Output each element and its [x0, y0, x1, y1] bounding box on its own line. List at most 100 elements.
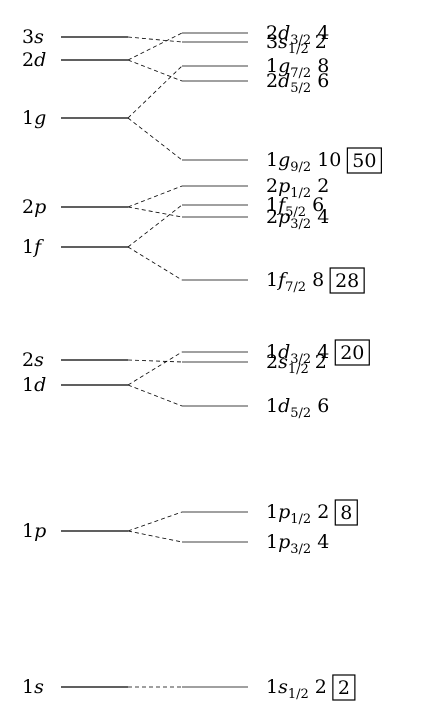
unsplit-level-2d: 2d [22, 49, 128, 71]
magic-number-box [346, 147, 382, 174]
level-l: p [278, 175, 290, 197]
connector-2p-to-2p3-2 [127, 206, 183, 218]
unsplit-level-1s: 1s [22, 676, 128, 698]
connector-2d-to-2d3-2 [127, 32, 183, 61]
level-l: p [278, 531, 290, 553]
connector-layer [127, 32, 183, 688]
unsplit-level-label: 1d [22, 374, 46, 396]
level-n: 2 [22, 196, 34, 218]
connector-1f-to-1f7-2 [127, 246, 183, 281]
magic-number-2: 2 [332, 674, 356, 701]
level-l: p [34, 196, 46, 218]
level-j: 7/2 [290, 66, 311, 81]
level-n: 1 [266, 194, 278, 216]
magic-number-50: 50 [346, 147, 382, 174]
unsplit-level-3s: 3s [22, 26, 128, 48]
level-n: 2 [266, 206, 278, 228]
level-degeneracy: 8 [317, 55, 329, 77]
level-j: 3/2 [290, 352, 311, 367]
level-j: 3/2 [290, 33, 311, 48]
unsplit-level-label: 2p [22, 196, 46, 218]
level-j: 1/2 [288, 362, 309, 377]
magic-number-box [332, 674, 356, 701]
level-n: 1 [266, 149, 278, 171]
level-n: 1 [22, 520, 34, 542]
level-degeneracy: 6 [312, 194, 324, 216]
level-l: g [34, 107, 46, 129]
level-l: s [278, 351, 288, 373]
magic-number-box [329, 267, 365, 294]
magic-number-label: 28 [335, 270, 359, 292]
level-l: g [278, 55, 290, 77]
level-degeneracy: 4 [317, 341, 329, 363]
level-degeneracy: 4 [317, 22, 329, 44]
unsplit-level-label: 1f [22, 236, 44, 258]
level-n: 2 [22, 349, 34, 371]
connector-2s-to-2s1-2 [127, 359, 183, 363]
level-degeneracy: 10 [317, 149, 341, 171]
level-n: 3 [266, 31, 278, 53]
level-n: 2 [266, 351, 278, 373]
level-degeneracy: 6 [317, 395, 329, 417]
connector-2d-to-2d5-2 [127, 59, 183, 82]
level-degeneracy: 2 [315, 676, 327, 698]
level-degeneracy: 4 [317, 206, 329, 228]
level-l: p [278, 206, 290, 228]
unsplit-level-1f: 1f [22, 236, 128, 258]
level-l: d [278, 395, 290, 417]
connector-1g-to-1g7-2 [127, 65, 183, 119]
magic-number-label: 8 [340, 502, 352, 524]
magic-number-8: 8 [334, 499, 358, 526]
level-l: d [34, 374, 46, 396]
unsplit-level-2p: 2p [22, 196, 128, 218]
magic-number-box [334, 499, 358, 526]
magic-number-label: 20 [340, 342, 364, 364]
connector-3s-to-3s1-2 [127, 36, 183, 43]
level-j: 3/2 [290, 542, 311, 557]
unsplit-level-label: 3s [22, 26, 44, 48]
connector-1p-to-1p3-2 [127, 530, 183, 543]
level-l: d [34, 49, 46, 71]
level-n: 2 [266, 175, 278, 197]
level-l: s [278, 676, 288, 698]
level-j: 1/2 [288, 42, 309, 57]
level-l: d [278, 22, 290, 44]
level-l: p [278, 501, 290, 523]
level-n: 1 [266, 341, 278, 363]
magic-number-label: 50 [352, 150, 376, 172]
level-n: 1 [266, 531, 278, 553]
level-l: s [34, 349, 44, 371]
connector-1d-to-1d3-2 [127, 351, 183, 386]
unsplit-level-label: 1s [22, 676, 44, 698]
level-l: d [278, 70, 290, 92]
unsplit-level-label: 2s [22, 349, 44, 371]
unsplit-level-1d: 1d [22, 374, 128, 396]
level-n: 1 [266, 501, 278, 523]
level-degeneracy: 2 [315, 31, 327, 53]
level-j: 1/2 [288, 687, 309, 702]
